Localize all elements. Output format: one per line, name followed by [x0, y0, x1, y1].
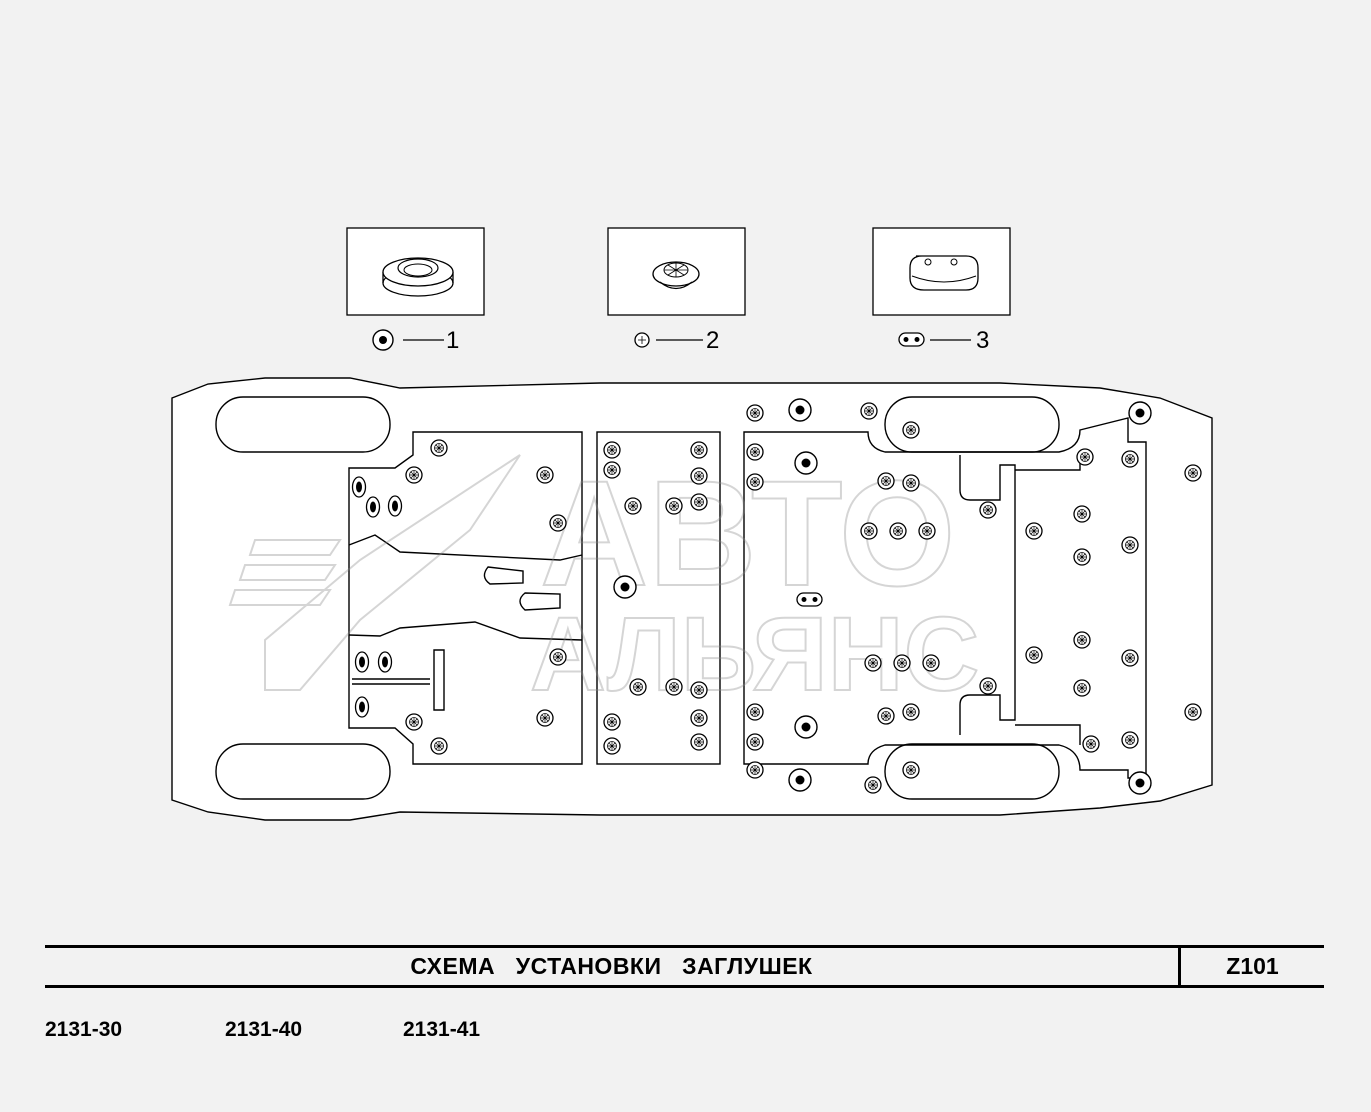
legend-number: 2 — [706, 327, 719, 354]
oval-plug-icon — [898, 332, 925, 347]
title-bar: СХЕМА УСТАНОВКИ ЗАГЛУШЕК Z101 — [45, 945, 1324, 988]
legend-item-2: 2 — [607, 227, 746, 354]
model-code-3: 2131-41 — [403, 1018, 481, 1041]
diagram-code: Z101 — [1178, 948, 1324, 985]
plug-markers — [351, 398, 1202, 795]
legend-number: 1 — [446, 327, 459, 354]
model-code-1: 2131-30 — [45, 1018, 123, 1041]
legend-item-3: 3 — [872, 227, 1011, 354]
small-plug-icon — [634, 332, 650, 348]
watermark-line-2: АЛЬЯНС — [530, 596, 979, 713]
diagram-title: СХЕМА УСТАНОВКИ ЗАГЛУШЕК — [410, 953, 813, 979]
large-plug-icon — [372, 329, 394, 351]
legend-number: 3 — [976, 327, 989, 354]
car-body-outline — [171, 377, 1213, 821]
legend-item-1: 1 — [346, 227, 485, 354]
oval-plug-marker — [796, 592, 823, 607]
model-code-2: 2131-40 — [225, 1018, 303, 1041]
